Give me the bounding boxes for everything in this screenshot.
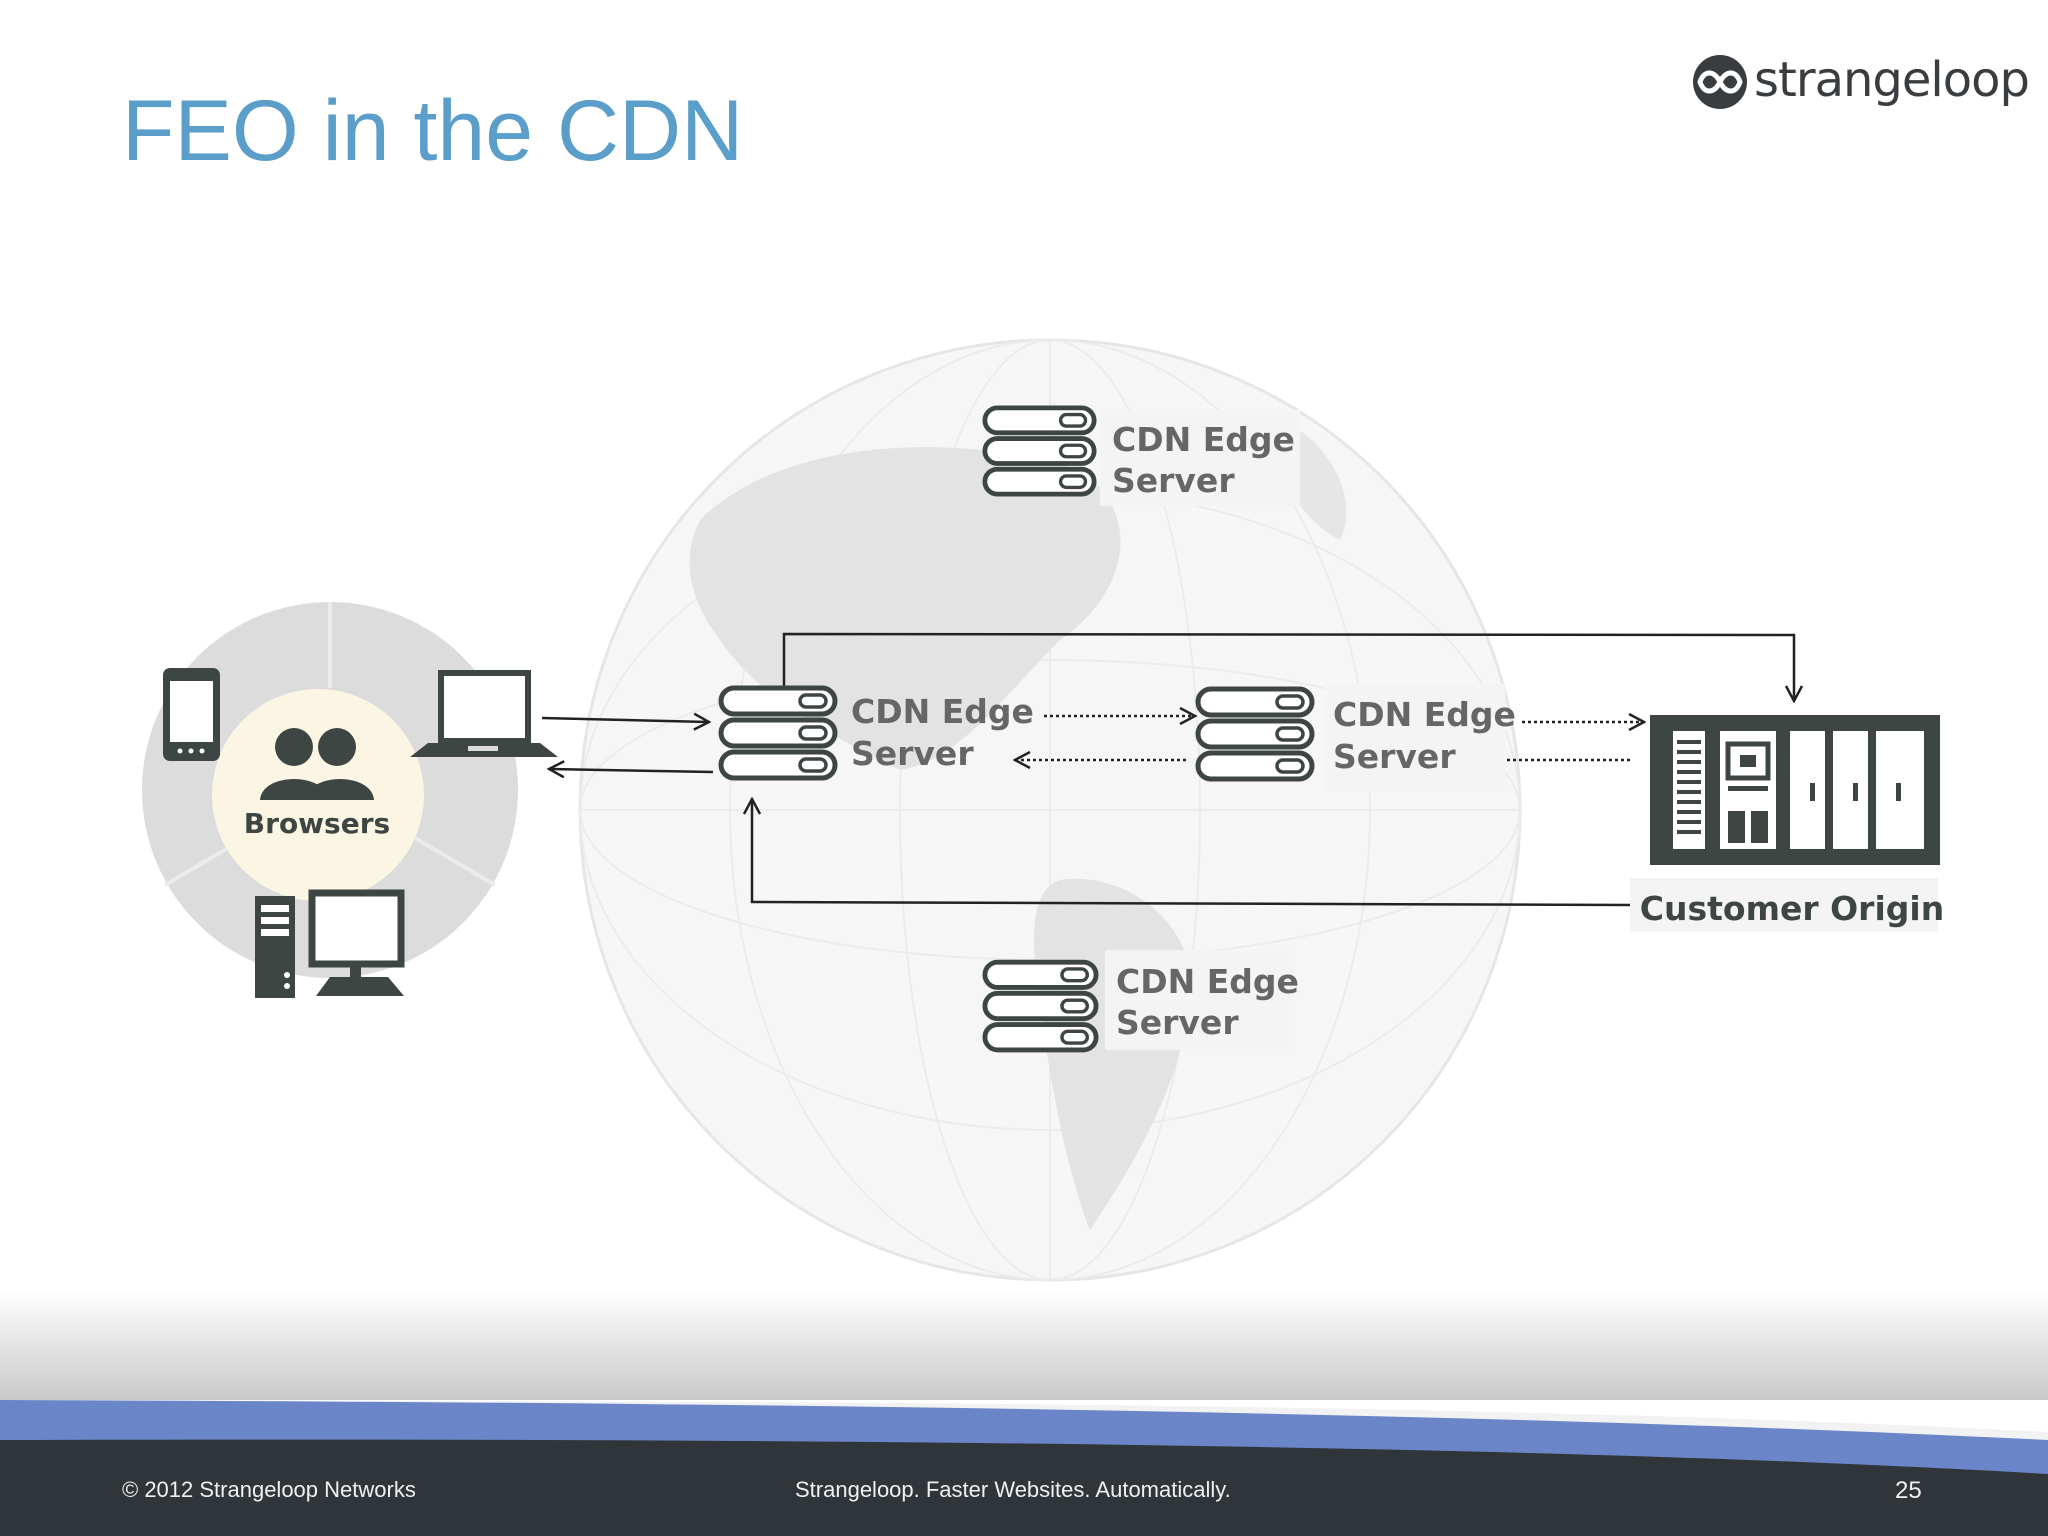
browsers-label: Browsers: [244, 807, 390, 840]
edge-server-bottom-label-1: CDN Edge: [1116, 962, 1299, 1001]
cdn-edge-server-bottom: CDN Edge Server: [985, 950, 1299, 1050]
strangeloop-logo: strangeloop: [1690, 50, 2030, 114]
cdn-edge-server-primary: CDN Edge Server: [721, 688, 1034, 778]
slide-title: FEO in the CDN: [122, 83, 744, 179]
edge-server-middle-label-2: Server: [1333, 737, 1456, 776]
laptop-icon: [410, 670, 558, 757]
infinity-loop-icon: [1693, 55, 1747, 109]
smartphone-icon: [163, 668, 220, 761]
customer-origin: Customer Origin: [1630, 715, 1944, 932]
browsers-to-edge-arrow: [541, 718, 708, 722]
logo-text: strangeloop: [1754, 52, 2030, 108]
edge-server-primary-label-2: Server: [851, 734, 974, 773]
origin-to-edge-return-arrow: [752, 800, 1631, 907]
browsers-group: Browsers: [142, 602, 558, 998]
edge-server-bottom-label-2: Server: [1116, 1003, 1239, 1042]
cdn-edge-server-top: CDN Edge Server: [985, 408, 1300, 506]
desktop-computer-icon: [255, 889, 405, 998]
edge-server-primary-label-1: CDN Edge: [851, 692, 1034, 731]
footer-tagline: Strangeloop. Faster Websites. Automatica…: [795, 1477, 1231, 1502]
edge-server-top-label-1: CDN Edge: [1112, 420, 1295, 459]
cdn-diagram: Browsers CDN Edge Server CDN Edge Server: [142, 338, 1944, 1282]
footer-copyright: © 2012 Strangeloop Networks: [122, 1477, 416, 1502]
slide-footer: © 2012 Strangeloop Networks Strangeloop.…: [0, 1290, 2048, 1536]
edge-server-top-label-2: Server: [1112, 461, 1235, 500]
edge-to-browsers-arrow: [550, 769, 714, 772]
cdn-edge-server-middle: CDN Edge Server: [1198, 684, 1516, 792]
data-center-icon: [1650, 715, 1940, 865]
edge-server-middle-label-1: CDN Edge: [1333, 695, 1516, 734]
customer-origin-label: Customer Origin: [1640, 889, 1944, 928]
edge-to-origin-direct-arrow: [782, 632, 1794, 700]
footer-page-number: 25: [1895, 1477, 1922, 1504]
